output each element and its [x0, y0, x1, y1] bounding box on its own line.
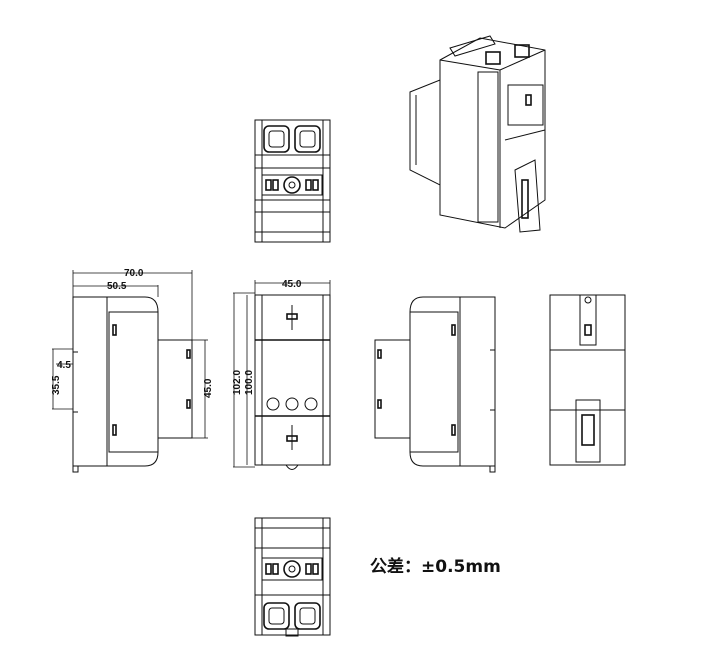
dim-body-height: 100.0 [244, 370, 255, 395]
dim-rail-height: 35.5 [51, 375, 62, 395]
dim-overall-height: 102.0 [232, 370, 243, 395]
dim-body-depth: 50.5 [107, 281, 127, 292]
top-view [254, 119, 331, 243]
left-side-view: 70.0 50.5 35.5 4.5 45.0 [51, 268, 214, 473]
dim-overall-depth: 70.0 [124, 268, 144, 279]
dim-width: 45.0 [282, 279, 302, 290]
right-side-view [374, 296, 496, 473]
dim-rail-offset: 4.5 [57, 360, 71, 371]
tolerance-note: 公差：±0.5mm [370, 556, 501, 577]
isometric-view [409, 35, 546, 233]
bottom-view [254, 517, 331, 637]
front-view: 45.0 102.0 100.0 [232, 279, 331, 470]
dim-front-height: 45.0 [203, 378, 214, 398]
back-view [549, 294, 626, 466]
